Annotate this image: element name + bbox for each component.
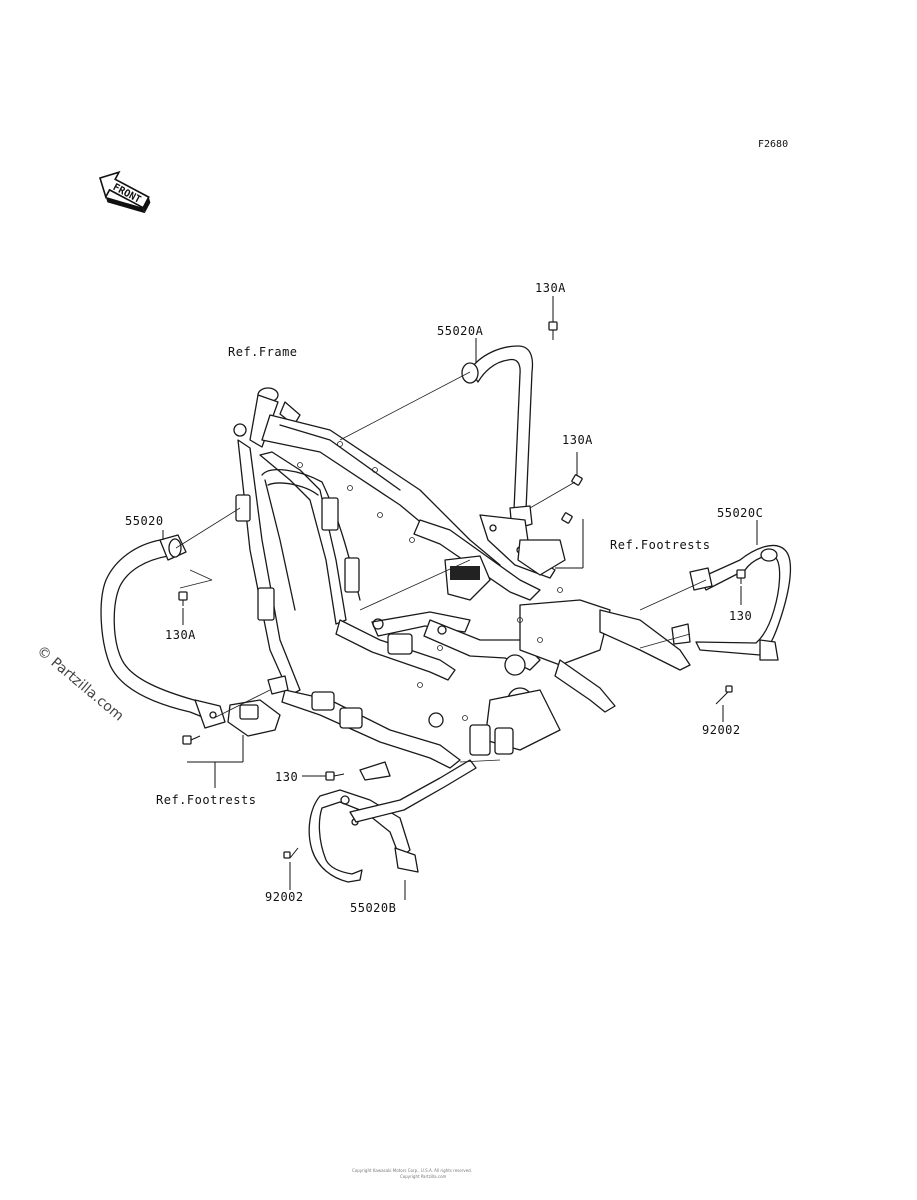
bolt-left-lower — [182, 735, 201, 745]
guard-bar-55020 — [100, 534, 226, 729]
footer-copyright-line2: Copyright Partzilla.com — [400, 1174, 447, 1179]
guard-bar-55020b — [308, 759, 477, 883]
pin-92002-right — [715, 685, 733, 705]
label-130a-top: 130A — [535, 281, 566, 295]
bolt-130-lower — [325, 771, 345, 781]
front-arrow-icon: FRONT — [99, 170, 151, 214]
guard-bar-55020c — [671, 544, 792, 661]
label-55020b: 55020B — [350, 901, 396, 915]
label-92002-right: 92002 — [702, 723, 741, 737]
label-ref-frame: Ref.Frame — [228, 345, 298, 359]
motorcycle-frame — [233, 387, 691, 769]
footer-copyright-line1: Copyright Kawasaki Motors Corp., U.S.A. … — [352, 1168, 472, 1173]
leader-lines — [162, 296, 758, 900]
pin-92002-left — [283, 847, 299, 859]
label-55020: 55020 — [125, 514, 164, 528]
bolt-small-upper — [561, 512, 573, 524]
label-ref-footrests-left: Ref.Footrests — [156, 793, 256, 807]
label-ref-footrests-right: Ref.Footrests — [610, 538, 710, 552]
label-130a-mid: 130A — [562, 433, 593, 447]
bolt-130a-mid — [571, 474, 583, 486]
mount-bracket-upper — [517, 539, 566, 576]
label-92002-left: 92002 — [265, 890, 304, 904]
bolt-130a-left — [178, 591, 188, 606]
label-130-right: 130 — [729, 609, 752, 623]
label-55020c: 55020C — [717, 506, 763, 520]
label-130-lower: 130 — [275, 770, 298, 784]
bolt-130-right — [736, 569, 746, 584]
label-130a-left: 130A — [165, 628, 196, 642]
label-55020a: 55020A — [437, 324, 484, 338]
figure-code: F2680 — [758, 139, 788, 150]
bolt-130a-top — [548, 321, 558, 340]
